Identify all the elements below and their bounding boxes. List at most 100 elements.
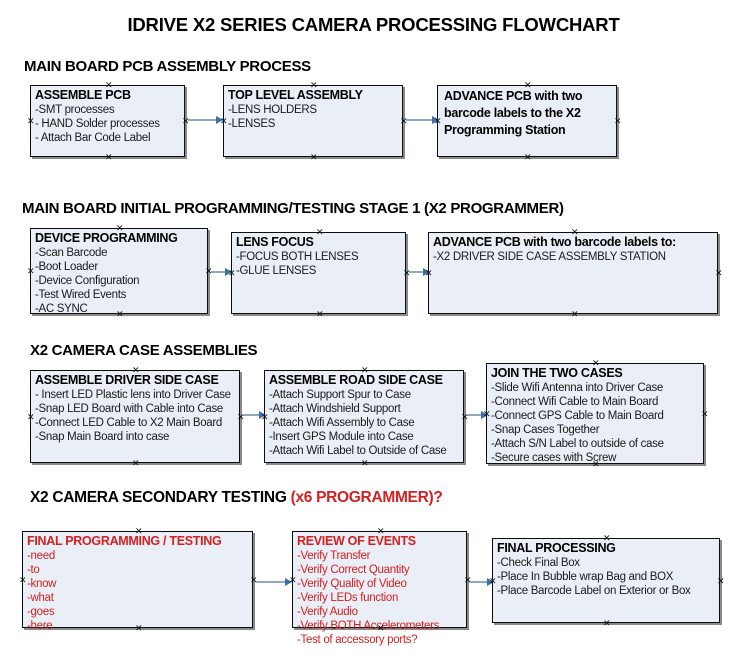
box-title: REVIEW OF EVENTS [297,534,416,548]
box-line: - Attach Bar Code Label [35,132,151,144]
box-advance-pcb-driver-side-case[interactable]: ADVANCE PCB with two barcode labels to: … [428,232,718,314]
box-line: -FOCUS BOTH LENSES [236,251,359,263]
box-assemble-pcb[interactable]: ASSEMBLE PCB -SMT processes - HAND Solde… [30,85,185,157]
resize-handle-top[interactable] [135,528,142,535]
resize-handle-right[interactable] [715,270,722,277]
box-line: -Attach Windshield Support [269,403,401,415]
section-heading-main-board-initial-programming: MAIN BOARD INITIAL PROGRAMMING/TESTING S… [22,200,564,217]
page-title: IDRIVE X2 SERIES CAMERA PROCESSING FLOWC… [127,14,620,35]
resize-handle-bottom[interactable] [377,625,384,632]
box-line: -Attach Wifi Assembly to Case [269,417,415,429]
resize-handle-left[interactable] [425,270,432,277]
resize-handle-top[interactable] [316,229,323,236]
box-title: FINAL PROCESSING [497,541,616,555]
box-line: -Attach S/N Label to outside of case [491,438,664,450]
box-line: -Boot Loader [35,261,98,273]
box-line: -X2 DRIVER SIDE CASE ASSEMBLY STATION [433,251,666,263]
box-final-processing[interactable]: FINAL PROCESSING -Check Final Box -Place… [492,538,720,623]
section-heading-text: X2 CAMERA SECONDARY TESTING [30,489,291,506]
box-line: -Verify Audio [297,606,358,618]
resize-handle-left[interactable] [434,118,441,125]
box-title: TOP LEVEL ASSEMBLY [228,88,363,102]
resize-handle-top[interactable] [571,229,578,236]
box-line: -Connect LED Cable to X2 Main Board [35,417,223,429]
box-line: -Secure cases with Screw [491,452,617,464]
box-title: FINAL PROGRAMMING / TESTING [27,534,222,548]
box-line: -LENS HOLDERS [228,104,317,116]
resize-handle-right[interactable] [701,411,708,418]
section-heading-x2-camera-case-assemblies: X2 CAMERA CASE ASSEMBLIES [30,342,258,359]
box-final-programming-testing[interactable]: FINAL PROGRAMMING / TESTING -need -to -k… [19,528,253,632]
box-review-of-events[interactable]: REVIEW OF EVENTS -Verify Transfer -Verif… [289,528,467,646]
resize-handle-top[interactable] [105,82,112,89]
box-line: -Verify BOTH Accelerometers [297,620,440,632]
box-line: -Verify Transfer [297,550,371,562]
resize-handle-left[interactable] [261,414,268,421]
box-line: - HAND Solder processes [35,118,160,130]
box-line: -Snap Cases Together [491,424,600,436]
resize-handle-left[interactable] [27,118,34,125]
box-line: -Device Configuration [35,275,140,287]
resize-handle-bottom[interactable] [105,154,112,161]
box-line: -goes [27,606,55,618]
box-title: ASSEMBLE ROAD SIDE CASE [269,373,443,387]
resize-handle-left[interactable] [19,577,26,584]
resize-handle-top[interactable] [116,225,123,232]
resize-handle-left[interactable] [27,414,34,421]
box-lens-focus[interactable]: LENS FOCUS -FOCUS BOTH LENSES -GLUE LENS… [231,232,406,314]
box-line: -Snap LED Board with Cable into Case [35,403,224,415]
resize-handle-top[interactable] [524,82,531,89]
resize-handle-top[interactable] [310,82,317,89]
resize-handle-bottom[interactable] [603,620,610,627]
box-line: -GLUE LENSES [236,265,317,277]
box-line: -Attach Support Spur to Case [269,389,411,401]
box-assemble-driver-side-case[interactable]: ASSEMBLE DRIVER SIDE CASE - Insert LED P… [30,370,240,463]
resize-handle-bottom[interactable] [571,311,578,318]
resize-handle-top[interactable] [132,367,139,374]
box-assemble-road-side-case[interactable]: ASSEMBLE ROAD SIDE CASE -Attach Support … [264,370,464,463]
resize-handle-bottom[interactable] [524,154,531,161]
box-line: -Check Final Box [497,557,580,569]
resize-handle-bottom[interactable] [592,461,599,468]
resize-handle-top[interactable] [361,367,368,374]
resize-handle-bottom[interactable] [310,154,317,161]
box-line: -Verify Quality of Video [297,578,407,590]
section-heading-text: MAIN BOARD PCB ASSEMBLY PROCESS [24,58,311,75]
resize-handle-bottom[interactable] [132,460,139,467]
box-title: ASSEMBLE PCB [35,88,131,102]
box-line: -Scan Barcode [35,247,108,259]
box-join-the-two-cases[interactable]: JOIN THE TWO CASES -Slide Wifi Antenna i… [486,363,704,464]
resize-handle-top[interactable] [603,535,610,542]
resize-handle-left[interactable] [27,268,34,275]
resize-handle-bottom[interactable] [116,311,123,318]
resize-handle-bottom[interactable] [361,460,368,467]
box-line: -LENSES [228,118,276,130]
box-line: -Verify LEDs function [297,592,399,604]
resize-handle-left[interactable] [483,411,490,418]
resize-handle-bottom[interactable] [135,625,142,632]
connector-arrow [256,578,292,586]
box-line: -Test Wired Events [35,289,127,301]
section-heading-red-text: (x6 PROGRAMMER)? [290,489,443,506]
box-line: -Insert GPS Module into Case [269,431,414,443]
box-line-overflow: -Test of accessory ports? [297,634,418,646]
resize-handle-right[interactable] [717,578,724,585]
resize-handle-bottom[interactable] [316,311,323,318]
resize-handle-right[interactable] [614,118,621,125]
resize-handle-left[interactable] [220,118,227,125]
box-top-level-assembly[interactable]: TOP LEVEL ASSEMBLY -LENS HOLDERS -LENSES [223,85,403,157]
resize-handle-top[interactable] [592,360,599,367]
box-device-programming[interactable]: DEVICE PROGRAMMING -Scan Barcode -Boot L… [27,225,208,315]
resize-handle-left[interactable] [289,577,296,584]
box-title: DEVICE PROGRAMMING [35,231,178,245]
resize-handle-left[interactable] [228,270,235,277]
section-heading-main-board-pcb-assembly: MAIN BOARD PCB ASSEMBLY PROCESS [24,58,311,75]
box-line: -Place In Bubble wrap Bag and BOX [497,571,674,583]
box-title: LENS FOCUS [236,235,314,249]
box-line: - Insert LED Plastic lens into Driver Ca… [35,389,231,401]
box-advance-pcb-x2-programming-station[interactable]: ADVANCE PCB with two barcode labels to t… [437,85,617,157]
resize-handle-left[interactable] [489,578,496,585]
resize-handle-top[interactable] [377,528,384,535]
box-line: -Connect Wifi Cable to Main Board [491,396,659,408]
